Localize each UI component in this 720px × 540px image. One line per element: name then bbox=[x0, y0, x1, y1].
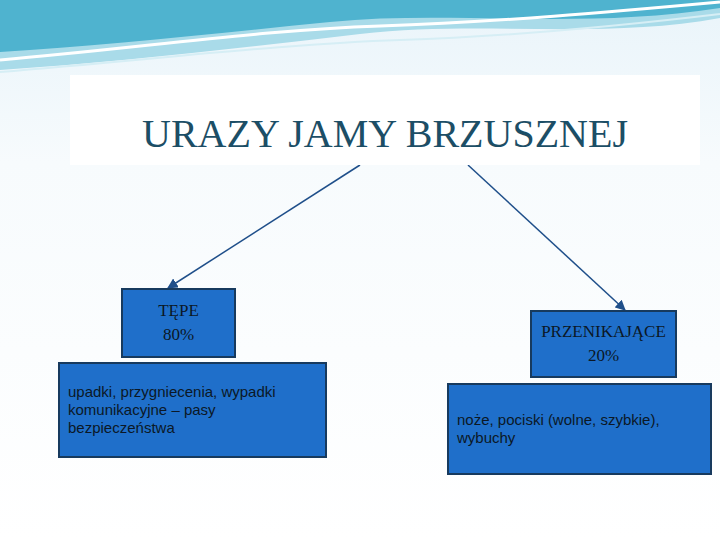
category-box: TĘPE80% bbox=[121, 288, 236, 358]
category-name: PRZENIKAJĄCE bbox=[541, 320, 666, 344]
top-wave bbox=[0, 2, 720, 60]
title-panel: URAZY JAMY BRZUSZNEJ bbox=[70, 75, 700, 165]
cause-text: noże, pociski (wolne, szybkie), wybuchy bbox=[457, 411, 702, 447]
top-wave bbox=[0, 0, 720, 70]
cause-text: upadki, przygniecenia, wypadki komunikac… bbox=[68, 383, 317, 437]
arrow-connector bbox=[468, 165, 625, 310]
category-box: PRZENIKAJĄCE20% bbox=[530, 310, 677, 378]
category-name: TĘPE bbox=[158, 299, 199, 323]
percentage: 20% bbox=[588, 344, 619, 368]
arrow-connector bbox=[168, 165, 360, 288]
title-text: URAZY JAMY BRZUSZNEJ bbox=[142, 111, 628, 157]
cause-box: noże, pociski (wolne, szybkie), wybuchy bbox=[447, 383, 712, 475]
percentage: 80% bbox=[163, 323, 194, 347]
top-wave bbox=[0, 14, 720, 72]
cause-box: upadki, przygniecenia, wypadki komunikac… bbox=[58, 362, 327, 458]
